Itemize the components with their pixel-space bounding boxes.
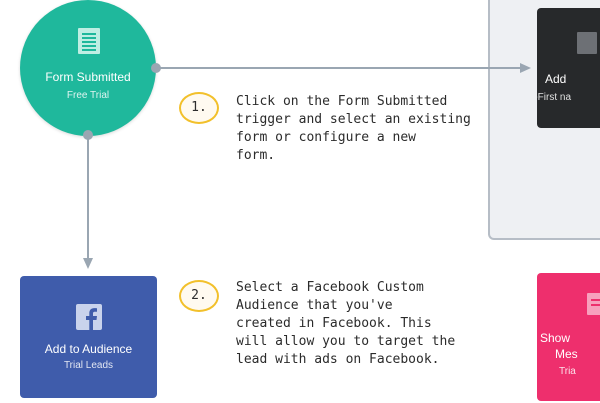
right-bottom-title-line2: Mes (555, 347, 578, 361)
trigger-output-handle-right[interactable] (151, 63, 161, 73)
trigger-subtitle: Free Trial (66, 90, 110, 101)
trigger-title: Form Submitted (45, 70, 131, 84)
right-top-title: Add (545, 72, 567, 86)
step-note-2: Select a Facebook Custom Audience that y… (236, 279, 476, 369)
right-bottom-title-line1: Show (540, 331, 571, 345)
note-line: will allow you to target the (236, 334, 456, 349)
note-line: lead with ads on Facebook. (236, 352, 440, 367)
form-document-icon (78, 28, 100, 54)
note-line: form or configure a new (236, 130, 417, 145)
step-note-1: Click on the Form Submitted trigger and … (236, 93, 476, 165)
audience-subtitle: Trial Leads (63, 360, 114, 371)
note-line: form. (236, 148, 276, 163)
audience-title: Add to Audience (44, 342, 133, 356)
step-badge-2: 2. (179, 280, 219, 312)
document-icon (577, 32, 597, 54)
step-badge-1: 1. (179, 92, 219, 124)
connector-arrowhead-down (83, 258, 93, 269)
note-line: trigger and select an existing (236, 112, 471, 127)
note-line: Click on the Form Submitted (236, 94, 448, 109)
right-bottom-subtitle: Tria (559, 366, 576, 377)
note-line: created in Facebook. This (236, 316, 432, 331)
form-submitted-trigger[interactable]: Form Submitted Free Trial (20, 0, 156, 136)
connector-arrowhead-right (520, 63, 531, 73)
document-icon (587, 293, 600, 315)
trigger-output-handle-bottom[interactable] (83, 130, 93, 140)
note-line: Audience that you've (236, 298, 393, 313)
right-top-subtitle: --First na (537, 92, 571, 103)
note-line: Select a Facebook Custom (236, 280, 424, 295)
right-action-card-top[interactable]: Add --First na (537, 8, 600, 128)
add-to-audience-action[interactable]: Add to Audience Trial Leads (20, 276, 157, 398)
right-action-card-bottom[interactable]: Show Mes Tria (537, 273, 600, 401)
facebook-icon (76, 304, 102, 330)
